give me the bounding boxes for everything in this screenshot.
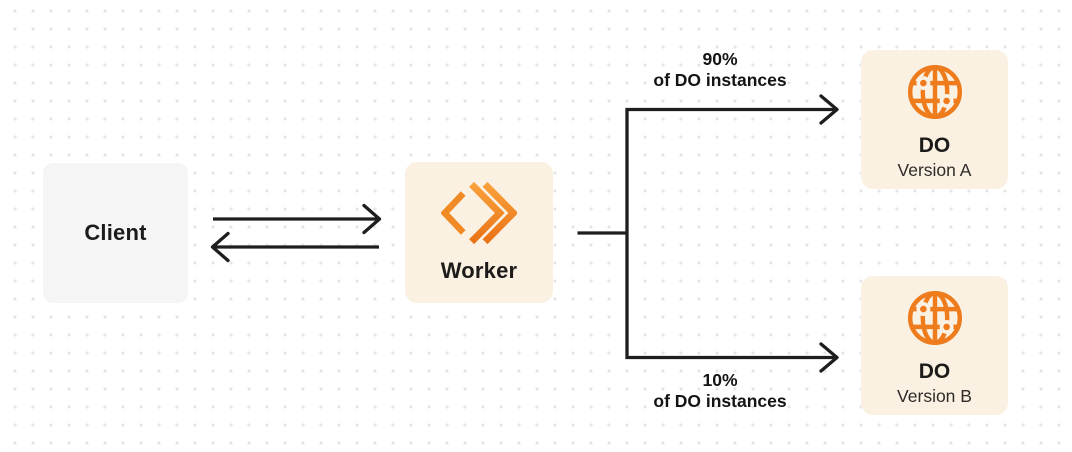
globe-icon bbox=[907, 64, 962, 120]
branch-trunk bbox=[625, 107, 835, 360]
do-b-version-label: Version B bbox=[897, 386, 972, 406]
top-branch-percent: 90% bbox=[702, 49, 738, 69]
branch-bottom-arrowhead-icon bbox=[819, 342, 839, 373]
do-a-version-label: Version A bbox=[897, 160, 972, 180]
do-b-title: DO bbox=[918, 360, 951, 383]
client-label: Client bbox=[84, 220, 147, 245]
top-branch-caption: of DO instances bbox=[653, 70, 787, 91]
workers-chevrons-icon bbox=[441, 181, 517, 245]
worker-label: Worker bbox=[440, 258, 518, 283]
do-version-a-node: DO Version A bbox=[861, 50, 1008, 189]
bottom-branch-label: 10% of DO instances bbox=[620, 370, 820, 413]
do-a-title: DO bbox=[918, 134, 951, 157]
worker-to-client-arrowhead-icon bbox=[210, 231, 230, 263]
worker-node: Worker bbox=[405, 162, 553, 303]
bottom-branch-percent: 10% bbox=[702, 370, 738, 390]
do-version-b-node: DO Version B bbox=[861, 276, 1008, 415]
client-to-worker-arrowhead-icon bbox=[362, 203, 382, 235]
bottom-branch-caption: of DO instances bbox=[653, 391, 787, 412]
client-node: Client bbox=[43, 163, 188, 303]
top-branch-label: 90% of DO instances bbox=[620, 49, 820, 92]
globe-icon bbox=[907, 290, 962, 346]
branch-top-arrowhead-icon bbox=[819, 94, 839, 125]
